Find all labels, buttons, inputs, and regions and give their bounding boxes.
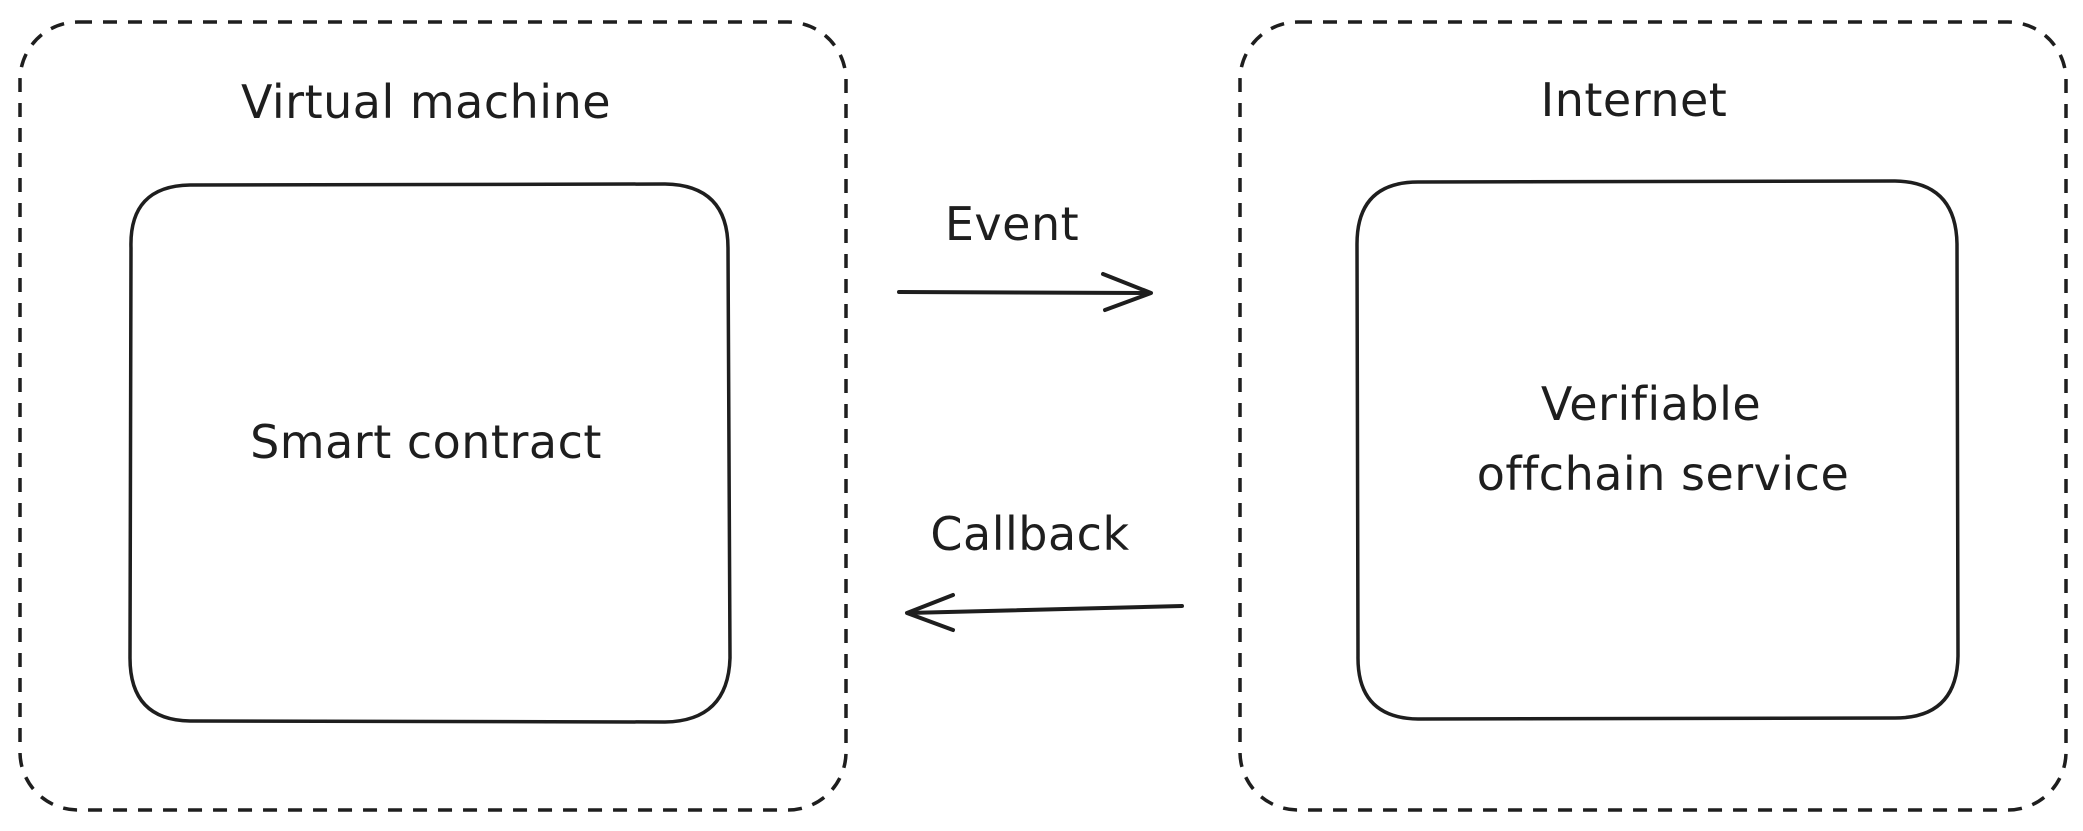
internet-title: Internet — [1541, 73, 1728, 127]
internet-zone: Internet Verifiable offchain service — [1238, 20, 2068, 812]
offchain-service-box — [1355, 179, 1960, 721]
event-arrow-line — [897, 290, 1152, 295]
smart-contract-label: Smart contract — [250, 415, 602, 469]
event-arrow-head — [1101, 272, 1153, 312]
virtual-machine-boundary — [18, 20, 848, 812]
event-arrow: Event — [897, 197, 1153, 312]
internet-boundary — [1238, 20, 2068, 812]
event-label: Event — [945, 197, 1079, 251]
offchain-service-node: Verifiable offchain service — [1355, 179, 1960, 721]
smart-contract-box — [128, 182, 732, 724]
offchain-service-label-line1: Verifiable — [1541, 377, 1761, 431]
callback-arrow-line — [906, 604, 1184, 615]
callback-arrow-head — [905, 593, 955, 632]
callback-arrow: Callback — [905, 507, 1184, 632]
offchain-service-label-line2: offchain service — [1477, 447, 1850, 501]
virtual-machine-zone: Virtual machine Smart contract — [18, 20, 848, 812]
virtual-machine-title: Virtual machine — [241, 75, 611, 129]
smart-contract-node: Smart contract — [128, 182, 732, 724]
callback-label: Callback — [930, 507, 1129, 561]
